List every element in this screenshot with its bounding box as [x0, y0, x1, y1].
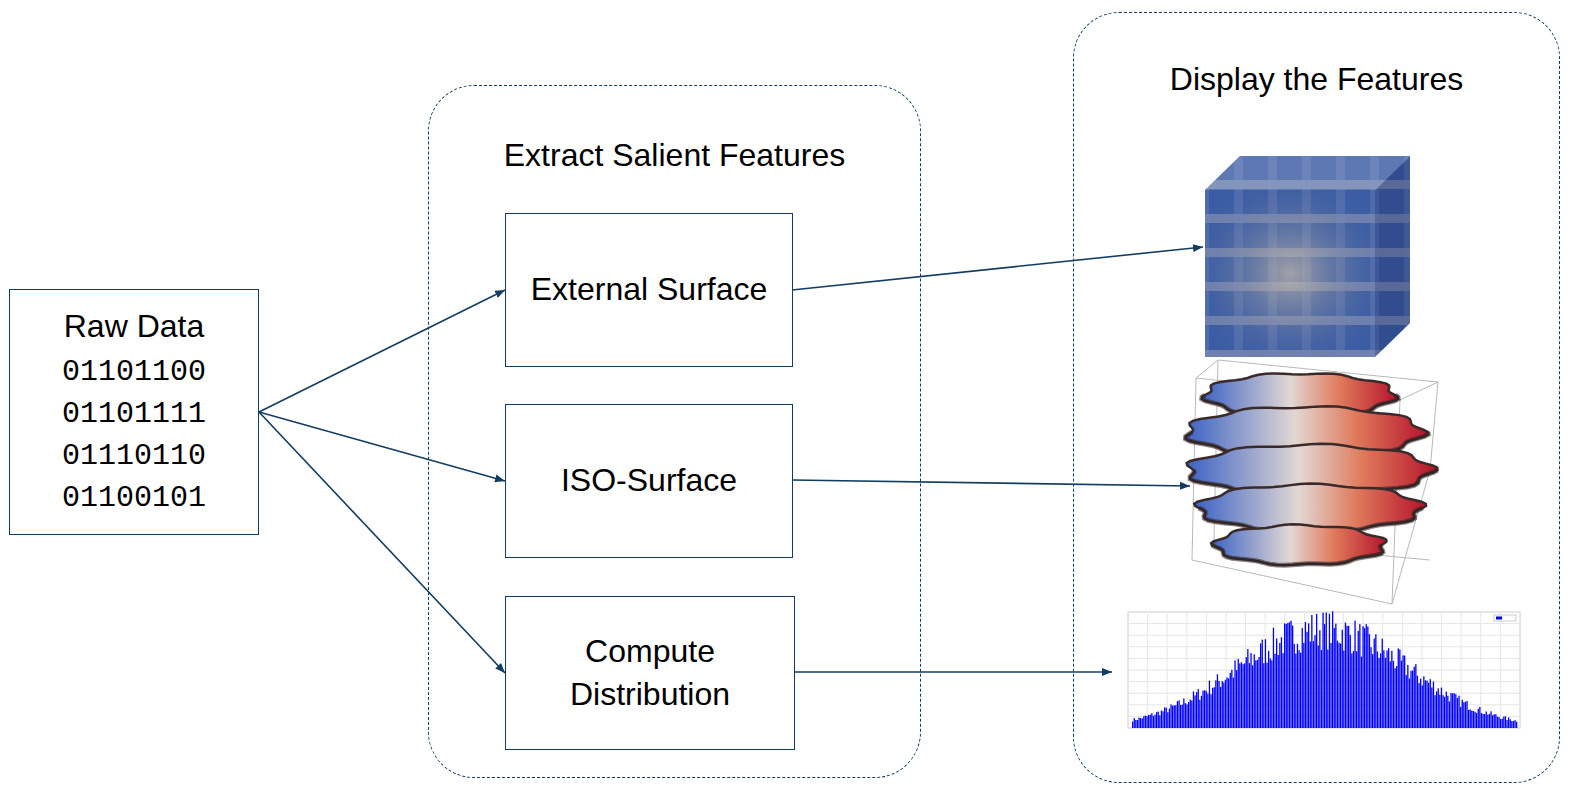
group-title: Display the Features: [1074, 58, 1559, 101]
surface-cube: [1205, 156, 1410, 357]
process-box: ISO-Surface: [505, 404, 793, 558]
iso-surface-plot: [1185, 360, 1438, 604]
process-box: Compute Distribution: [505, 596, 795, 750]
display-arrows: [792, 247, 1203, 672]
iso-layer: [1211, 524, 1386, 565]
flow-arrow: [259, 412, 505, 673]
binary-data: 01101100 01101111 01110110 01100101: [20, 351, 248, 519]
flow-arrow: [259, 412, 505, 481]
box-label: External Surface: [531, 268, 768, 311]
arrow-line: [792, 671, 1112, 673]
distribution-histogram: [1128, 611, 1520, 728]
extract-group: Extract Salient FeaturesExternal Surface…: [428, 85, 921, 778]
display-group: Display the Features: [1073, 12, 1560, 783]
raw-data-box: Raw Data01101100 01101111 01110110 01100…: [9, 289, 259, 535]
box-label: ISO-Surface: [561, 459, 737, 502]
box-label: Compute Distribution: [516, 630, 784, 716]
box-label: Raw Data: [64, 305, 205, 348]
arrow-line: [792, 480, 1190, 486]
flow-arrow: [259, 290, 505, 412]
arrow-line: [792, 247, 1203, 290]
process-box: External Surface: [505, 213, 793, 367]
iso-layer: [1194, 483, 1426, 531]
group-title: Extract Salient Features: [429, 134, 920, 177]
iso-layer-shadow: [1212, 545, 1383, 565]
